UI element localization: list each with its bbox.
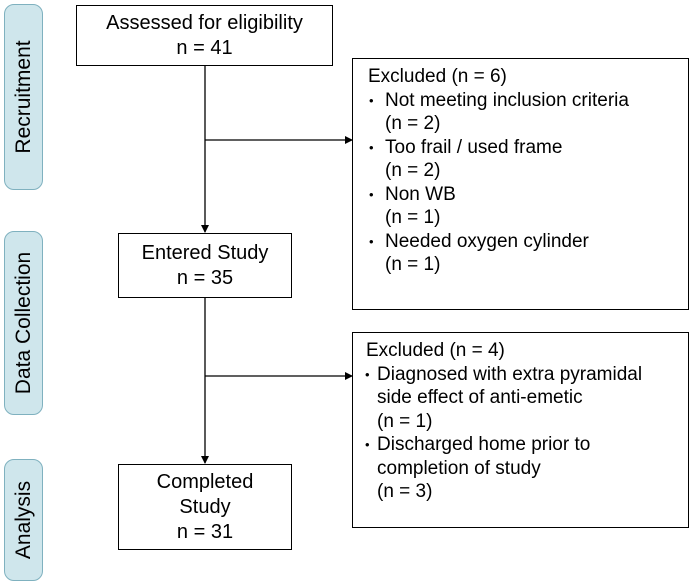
exclusion-reason: Needed oxygen cylinder: [385, 230, 589, 252]
excluded-2-heading: Excluded (n = 4): [366, 340, 505, 361]
excluded-box-1: Excluded (n = 6) Not meeting inclusion c…: [352, 58, 689, 310]
list-item: Discharged home prior to completion of s…: [365, 433, 680, 504]
phase-analysis: Analysis: [4, 459, 43, 581]
exclusion-reason: Not meeting inclusion criteria: [385, 89, 629, 111]
list-item: Needed oxygen cylinder (n = 1): [367, 230, 680, 277]
completed-count: n = 31: [176, 520, 234, 543]
list-item: Not meeting inclusion criteria (n = 2): [367, 89, 680, 136]
list-item: Non WB (n = 1): [367, 183, 680, 230]
list-item: Too frail / used frame (n = 2): [367, 136, 680, 183]
exclusion-count: (n = 1): [377, 410, 433, 432]
entered-title: Entered Study: [141, 241, 269, 264]
exclusion-reason: Non WB: [385, 183, 456, 205]
exclusion-count: (n = 3): [377, 481, 433, 502]
exclusion-reason-line1: Discharged home prior to: [377, 434, 591, 455]
exclusion-reason-line2: side effect of anti-emetic: [377, 387, 583, 408]
exclusion-reason-line2: completion of study: [377, 457, 541, 479]
exclusion-count: (n = 1): [385, 207, 441, 228]
assessed-count: n = 41: [176, 36, 233, 59]
completed-title-line1: Completed: [156, 470, 254, 493]
exclusion-reason: Too frail / used frame: [385, 136, 563, 158]
list-item: Diagnosed with extra pyramidal side effe…: [365, 363, 680, 434]
assessed-title: Assessed for eligibility: [106, 11, 303, 34]
entered-count: n = 35: [176, 266, 234, 289]
excluded-1-heading: Excluded (n = 6): [368, 66, 507, 87]
phase-recruitment: Recruitment: [4, 4, 43, 190]
assessed-box: Assessed for eligibility n = 41: [76, 5, 333, 66]
phase-data-collection: Data Collection: [4, 231, 43, 415]
exclusion-count: (n = 2): [385, 113, 441, 134]
entered-box: Entered Study n = 35: [118, 233, 292, 298]
exclusion-count: (n = 1): [385, 254, 441, 275]
excluded-box-2: Excluded (n = 4) Diagnosed with extra py…: [352, 332, 689, 528]
completed-box: Completed Study n = 31: [118, 464, 292, 550]
excluded-1-list: Not meeting inclusion criteria (n = 2) T…: [367, 89, 680, 277]
exclusion-count: (n = 2): [385, 160, 441, 181]
exclusion-reason-line1: Diagnosed with extra pyramidal: [377, 363, 643, 385]
completed-title-line2: Study: [179, 495, 231, 518]
excluded-2-list: Diagnosed with extra pyramidal side effe…: [365, 363, 680, 504]
